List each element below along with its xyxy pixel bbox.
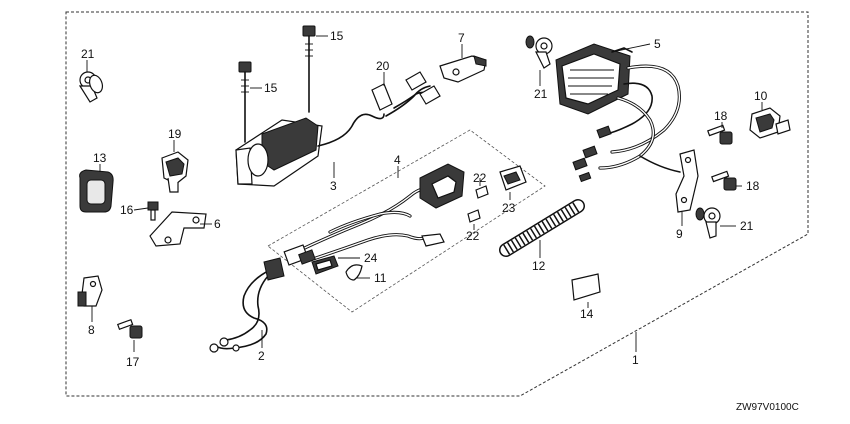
bolt-part-18-upper <box>707 124 733 145</box>
callout-14: 14 <box>580 307 594 321</box>
corrugated-tube-part-12 <box>499 199 585 257</box>
bracket-part-7 <box>439 55 487 83</box>
bracket-part-9 <box>675 149 699 213</box>
clip-part-11 <box>345 264 363 281</box>
callout-8: 8 <box>88 323 95 337</box>
diagram-code: ZW97V0100C <box>736 402 799 413</box>
bracket-part-6 <box>149 211 207 247</box>
callout-13: 13 <box>93 151 107 165</box>
callout-18-upper: 18 <box>714 109 728 123</box>
callout-24: 24 <box>364 251 378 265</box>
callout-16: 16 <box>120 203 134 217</box>
callout-21-right: 21 <box>740 219 754 233</box>
callout-2: 2 <box>258 349 265 363</box>
connector-part-24 <box>311 255 339 275</box>
harness-subassembly-part-4 <box>283 163 465 266</box>
bracket-part-8 <box>77 275 103 307</box>
terminal-part-22-upper <box>475 185 489 199</box>
callout-23: 23 <box>502 201 516 215</box>
callout-4: 4 <box>394 153 401 167</box>
terminal-part-22-lower <box>467 209 481 223</box>
bolt-part-15-upper <box>302 25 316 113</box>
clamp-part-19 <box>161 151 189 193</box>
callout-21-mid: 21 <box>534 87 548 101</box>
grommet-part-13 <box>79 169 114 213</box>
callout-12: 12 <box>532 259 546 273</box>
clip-part-21-mid <box>525 35 553 69</box>
callout-6: 6 <box>214 217 221 231</box>
bolt-part-17 <box>116 318 143 339</box>
wire-harness-part-2 <box>209 257 285 353</box>
callout-1: 1 <box>632 353 639 367</box>
callout-18-lower: 18 <box>746 179 760 193</box>
callout-11: 11 <box>374 271 387 285</box>
clip-part-21 <box>78 71 104 103</box>
callout-7: 7 <box>458 31 465 45</box>
callout-10: 10 <box>754 89 768 103</box>
connector-part-23 <box>499 165 527 191</box>
clip-part-21-right <box>695 207 721 239</box>
leader-lines <box>86 35 763 352</box>
label-part-14 <box>571 273 601 301</box>
callout-19: 19 <box>168 127 182 141</box>
bolt-part-16 <box>147 201 159 221</box>
plug-cap-part-20 <box>371 71 441 117</box>
bolt-part-15-lower <box>238 61 252 143</box>
callout-3: 3 <box>330 179 337 193</box>
callout-20: 20 <box>376 59 390 73</box>
regulator-part-5 <box>555 43 681 183</box>
bolt-part-18-lower <box>711 170 737 191</box>
callout-15-lower: 15 <box>264 81 278 95</box>
callout-5: 5 <box>654 37 661 51</box>
callout-21-topleft: 21 <box>81 47 95 61</box>
clamp-part-10 <box>749 107 791 139</box>
callout-22-upper: 22 <box>473 171 487 185</box>
ignition-coil-part-3 <box>235 113 385 187</box>
callout-15-upper: 15 <box>330 29 344 43</box>
subassembly-frame <box>267 129 546 313</box>
callout-9: 9 <box>676 227 683 241</box>
callout-22-lower: 22 <box>466 229 480 243</box>
callout-17: 17 <box>126 355 140 369</box>
diagram-frame <box>65 11 809 397</box>
